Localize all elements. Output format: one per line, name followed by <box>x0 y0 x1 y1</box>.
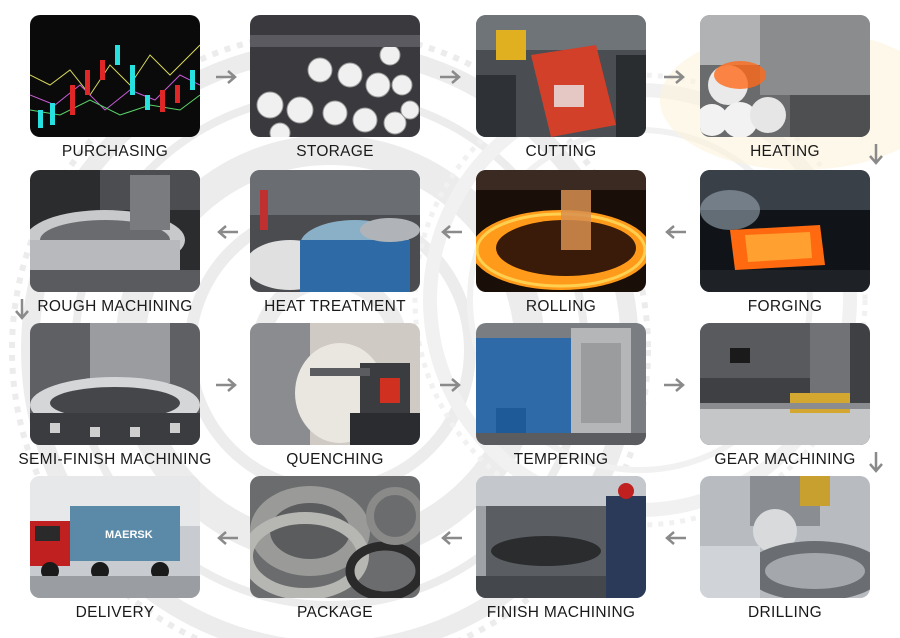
arrow-right-icon <box>214 375 240 395</box>
arrow-left-icon <box>438 528 464 548</box>
packaged-rings-photo <box>250 476 420 598</box>
arrow-right-icon <box>438 67 464 87</box>
arrow-left-icon <box>662 222 688 242</box>
arrow-down-icon <box>866 142 886 168</box>
arrow-down-icon <box>12 297 32 323</box>
arrow-right-icon <box>438 375 464 395</box>
arrow-down-icon <box>866 450 886 476</box>
step-label: ROLLING <box>525 298 597 315</box>
delivery-truck-photo: MAERSK <box>30 476 200 598</box>
arrow-left-icon <box>662 528 688 548</box>
step-label: DRILLING <box>748 604 822 621</box>
step-label: GEAR MACHINING <box>714 451 856 468</box>
tempering-furnace-photo <box>476 323 646 445</box>
semi-finish-machining-photo <box>30 323 200 445</box>
heat-treatment-photo <box>250 170 420 292</box>
step-label: QUENCHING <box>286 451 384 468</box>
step-label: HEAT TREATMENT <box>264 298 406 315</box>
step-label: FINISH MACHINING <box>486 604 636 621</box>
arrow-left-icon <box>214 222 240 242</box>
stock-chart-photo <box>30 15 200 137</box>
forging-photo <box>700 170 870 292</box>
cutting-machine-photo <box>476 15 646 137</box>
hot-ring-rolling-photo <box>476 170 646 292</box>
quenching-photo <box>250 323 420 445</box>
arrow-right-icon <box>662 67 688 87</box>
step-label: FORGING <box>747 298 823 315</box>
drilling-photo <box>700 476 870 598</box>
step-label: PURCHASING <box>61 143 169 160</box>
finish-machining-photo <box>476 476 646 598</box>
arrow-right-icon <box>214 67 240 87</box>
step-label: PACKAGE <box>297 604 373 621</box>
step-label: DELIVERY <box>75 604 155 621</box>
steel-bars-photo <box>250 15 420 137</box>
heating-furnace-photo <box>700 15 870 137</box>
step-label: HEATING <box>750 143 820 160</box>
step-label: TEMPERING <box>513 451 609 468</box>
step-label: ROUGH MACHINING <box>37 298 193 315</box>
arrow-left-icon <box>438 222 464 242</box>
rough-machining-photo <box>30 170 200 292</box>
arrow-left-icon <box>214 528 240 548</box>
step-label: SEMI-FINISH MACHINING <box>18 451 212 468</box>
step-label: STORAGE <box>296 143 374 160</box>
arrow-right-icon <box>662 375 688 395</box>
gear-machining-photo <box>700 323 870 445</box>
step-label: CUTTING <box>525 143 597 160</box>
svg-text:MAERSK: MAERSK <box>105 529 153 541</box>
